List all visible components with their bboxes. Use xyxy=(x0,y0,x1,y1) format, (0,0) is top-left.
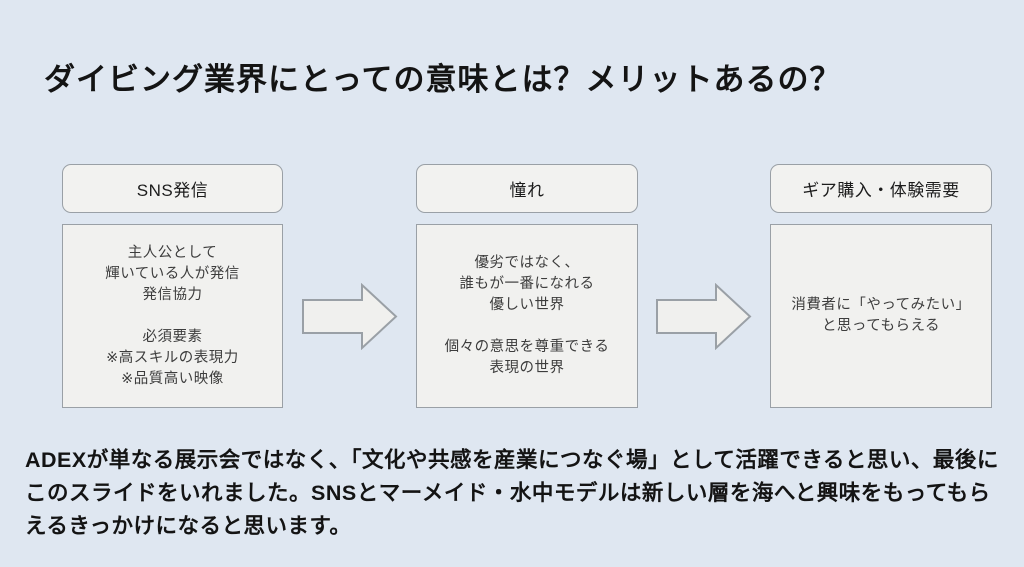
content-box-akogare: 優劣ではなく、 誰もが一番になれる 優しい世界 個々の意思を尊重できる 表現の世… xyxy=(416,224,638,408)
content-box-sns: 主人公として 輝いている人が発信 発信協力 必須要素 ※高スキルの表現力 ※品質… xyxy=(62,224,283,408)
header-box-gear: ギア購入・体験需要 xyxy=(770,164,992,213)
content-text-akogare: 優劣ではなく、 誰もが一番になれる 優しい世界 個々の意思を尊重できる 表現の世… xyxy=(444,255,610,376)
content-text-gear: 消費者に「やってみたい」 と思ってもらえる xyxy=(791,297,971,334)
header-label-gear: ギア購入・体験需要 xyxy=(802,181,960,200)
arrow-right-icon xyxy=(655,283,752,350)
footer-note: ADEXが単なる展示会ではなく、「文化や共感を産業につなぐ場」として活躍できると… xyxy=(25,448,999,538)
header-label-akogare: 憧れ xyxy=(509,181,545,200)
content-text-sns: 主人公として 輝いている人が発信 発信協力 必須要素 ※高スキルの表現力 ※品質… xyxy=(105,244,240,387)
content-box-gear: 消費者に「やってみたい」 と思ってもらえる xyxy=(770,224,992,408)
header-box-akogare: 憧れ xyxy=(416,164,638,213)
arrow-right-icon xyxy=(301,283,398,350)
header-box-sns: SNS発信 xyxy=(62,164,283,213)
header-label-sns: SNS発信 xyxy=(136,181,209,200)
slide-title: ダイビング業界にとっての意味とは？メリットあるの？ xyxy=(44,62,842,97)
